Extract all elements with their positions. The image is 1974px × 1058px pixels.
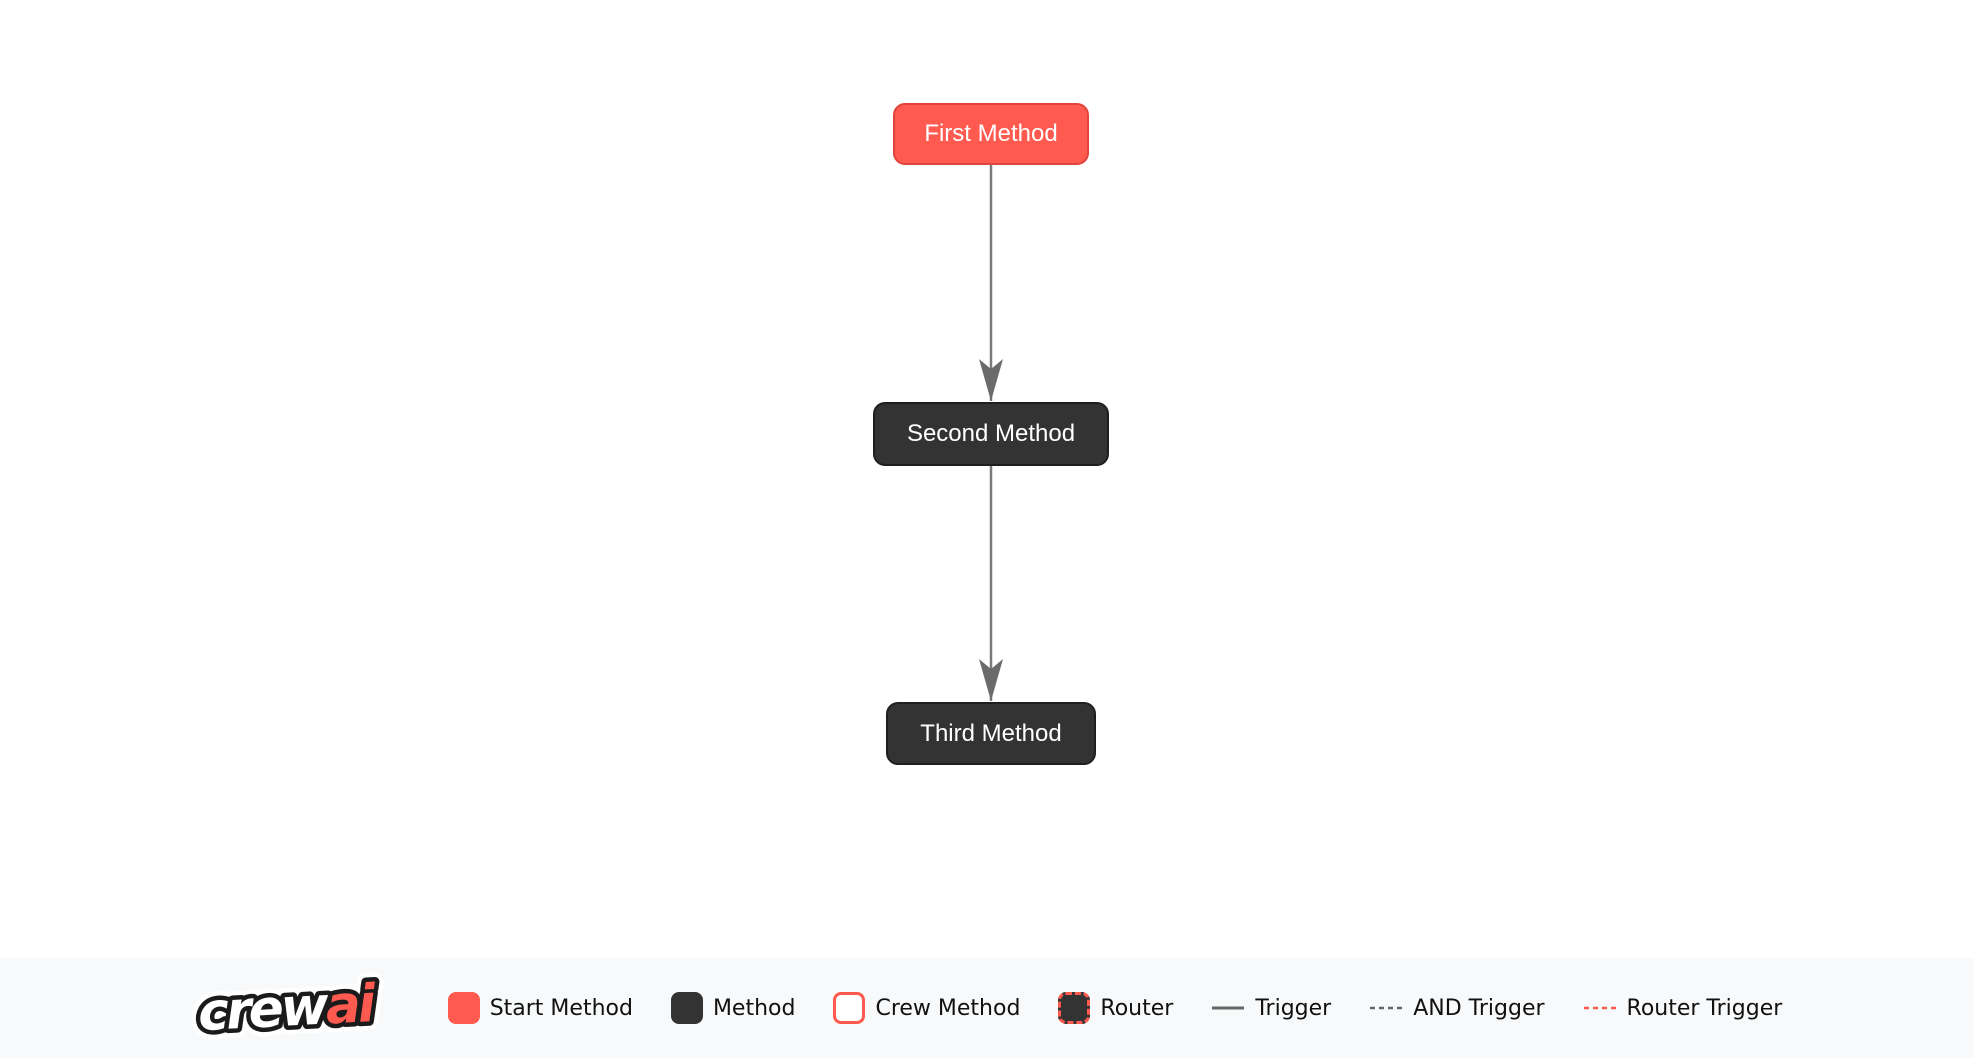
crewai-logo: crewai crewai <box>192 969 387 1047</box>
legend-item-crew-method: Crew Method <box>833 992 1020 1024</box>
legend-label: Method <box>712 995 796 1021</box>
legend-label: Router Trigger <box>1626 995 1783 1021</box>
method-swatch <box>670 992 703 1024</box>
router-trigger-line <box>1583 1006 1616 1010</box>
legend-item-method: Method <box>670 992 796 1024</box>
legend-label: Start Method <box>489 995 633 1021</box>
flow-diagram-canvas[interactable]: First Method Second Method Third Method <box>0 0 1974 958</box>
legend-bar: crewai crewai Start Method Method Crew M… <box>0 958 1974 1058</box>
edge-trigger-first-second <box>979 165 1003 401</box>
start-method-swatch <box>447 992 480 1024</box>
node-third-method[interactable]: Third Method <box>886 702 1096 765</box>
legend-label: Crew Method <box>875 995 1021 1021</box>
and-trigger-line <box>1370 1006 1403 1010</box>
legend-item-and-trigger: AND Trigger <box>1369 995 1545 1021</box>
crew-method-swatch <box>833 992 866 1024</box>
edges-layer <box>979 165 1003 701</box>
svg-text:crewai: crewai <box>196 974 378 1043</box>
legend-item-start-method: Start Method <box>447 992 633 1024</box>
legend-label: Trigger <box>1255 995 1332 1021</box>
router-swatch <box>1058 992 1091 1024</box>
trigger-line <box>1212 1006 1245 1010</box>
legend-label: AND Trigger <box>1413 995 1545 1021</box>
svg-text:crewai: crewai <box>196 974 378 1043</box>
legend-item-router: Router <box>1058 992 1173 1024</box>
legend-item-router-trigger: Router Trigger <box>1583 995 1783 1021</box>
node-second-method[interactable]: Second Method <box>873 402 1109 466</box>
edge-trigger-second-third <box>979 466 1003 701</box>
node-first-method[interactable]: First Method <box>893 103 1089 165</box>
legend-label: Router <box>1100 995 1174 1021</box>
legend-item-trigger: Trigger <box>1211 996 1331 1021</box>
